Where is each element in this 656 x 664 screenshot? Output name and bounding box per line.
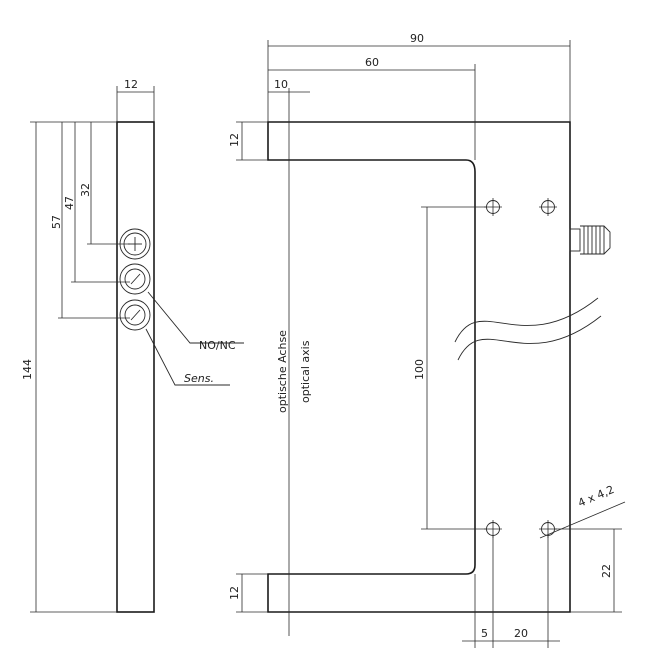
front-inner-width-value: 60 (365, 56, 379, 69)
mounting-hole-icon (539, 198, 557, 216)
side-offset-dimensions: 57 47 32 (50, 122, 130, 319)
sens-label: Sens. (184, 372, 214, 385)
mounting-hole-icon (484, 520, 502, 538)
front-axis-offset-dimension: 10 (268, 78, 310, 93)
side-view: 12 144 57 47 32 (21, 78, 244, 613)
front-bottom-offset-dimensions: 5 20 (462, 536, 560, 648)
no-nc-label: NO/NC (199, 339, 236, 352)
front-hole-spacing-value: 100 (413, 359, 426, 380)
front-bottom-thickness-value: 12 (228, 586, 241, 600)
no-nc-switch-icon (119, 263, 151, 295)
front-offset-20-value: 20 (514, 627, 528, 640)
front-axis-offset-value: 10 (274, 78, 288, 91)
front-hole-spacing-dimension: 100 (413, 206, 486, 530)
front-total-width-value: 90 (410, 32, 424, 45)
side-width-dimension: 12 (116, 78, 155, 122)
front-view: optische Achse optical axis 90 60 10 12 (228, 32, 626, 648)
front-inner-width-dimension: 60 (268, 56, 476, 160)
front-bottom-thickness-dimension: 12 (228, 573, 268, 613)
break-symbol (454, 297, 602, 361)
front-offset-5-value: 5 (481, 627, 488, 640)
optical-axis-label-german: optische Achse (276, 330, 289, 413)
side-dim-47: 47 (63, 196, 76, 210)
front-hole-callout: 4 x 4,2 (539, 483, 626, 539)
front-total-width-dimension: 90 (267, 32, 571, 122)
front-top-thickness-value: 12 (228, 133, 241, 147)
side-dim-32: 32 (79, 183, 92, 197)
side-height-value: 144 (21, 359, 34, 380)
front-hole-height-value: 22 (600, 564, 613, 578)
mounting-hole-icon (539, 520, 557, 538)
led-indicator-icon (119, 228, 151, 260)
side-dim-57: 57 (50, 215, 63, 229)
cable-connector-icon (569, 225, 611, 255)
side-height-dimension: 144 (21, 121, 117, 613)
side-view-body (116, 121, 155, 613)
fork-sensor-body (267, 121, 571, 613)
mounting-hole-icon (484, 198, 502, 216)
side-width-value: 12 (124, 78, 138, 91)
sens-potentiometer-icon (119, 299, 151, 331)
front-top-thickness-dimension: 12 (228, 121, 268, 161)
front-hole-callout-value: 4 x 4,2 (576, 483, 616, 510)
front-hole-height-dimension: 22 (555, 528, 622, 613)
optical-axis-label-english: optical axis (299, 340, 312, 403)
mounting-holes (484, 198, 557, 538)
